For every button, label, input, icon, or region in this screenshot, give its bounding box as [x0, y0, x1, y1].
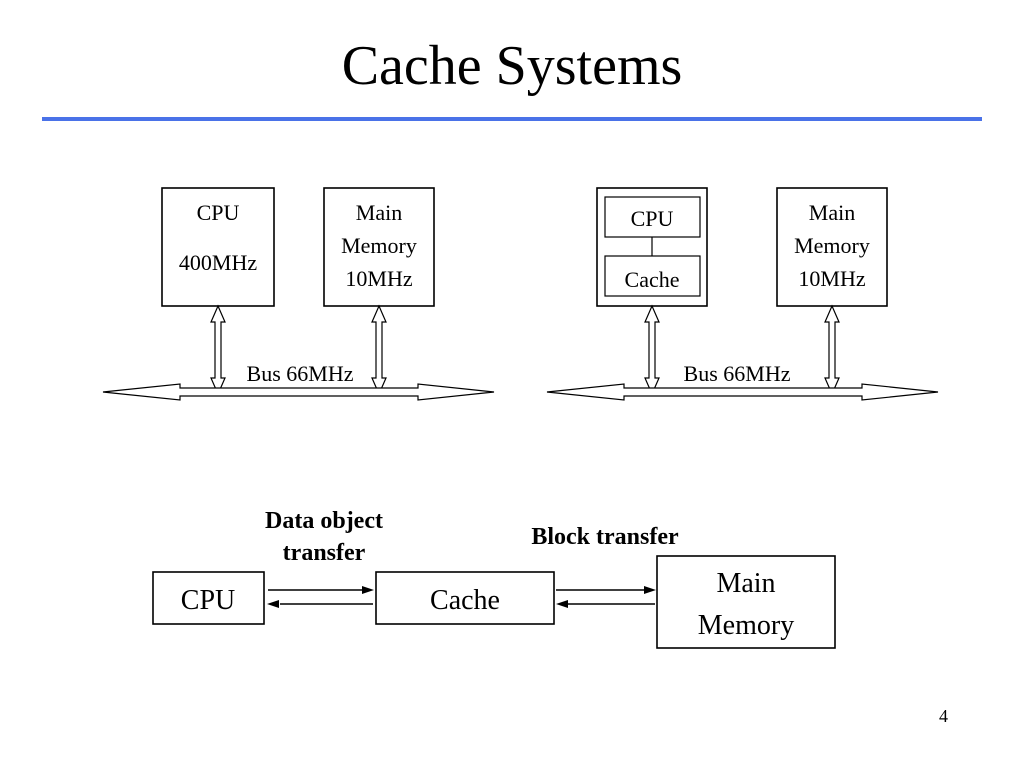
slide-title: Cache Systems — [341, 35, 683, 97]
memory-to-cache-arrowhead — [556, 600, 568, 608]
cpu-label: CPU — [197, 200, 240, 225]
data-object-transfer-label-line2: transfer — [283, 540, 366, 566]
cache-to-memory-arrowhead — [644, 586, 656, 594]
title-underline — [42, 117, 982, 121]
cache-box — [604, 255, 701, 297]
main-memory-line2: Memory — [794, 233, 870, 258]
cpu-bus-arrow — [644, 304, 660, 396]
cpu-bus-arrow — [210, 304, 226, 396]
main-memory-line2: Memory — [698, 610, 794, 641]
main-memory-line2: Memory — [341, 233, 417, 258]
bus-label: Bus 66MHz — [684, 361, 791, 386]
cpu-box — [604, 196, 701, 238]
cpu-label: CPU — [631, 206, 674, 231]
main-memory-box — [323, 187, 435, 307]
memory-bus-arrow — [824, 304, 840, 396]
cache-box — [375, 571, 555, 625]
cache-label: Cache — [430, 585, 500, 616]
system-with-cache: CPU Cache Main Memory 10MHz Bus 66MHz — [546, 187, 939, 401]
data-object-transfer-label-line1: Data object — [265, 508, 383, 534]
main-memory-line1: Main — [809, 200, 855, 225]
cpu-label: CPU — [181, 585, 235, 616]
cache-label: Cache — [625, 267, 680, 292]
main-memory-line1: Main — [356, 200, 402, 225]
main-memory-line1: Main — [716, 568, 775, 599]
system-without-cache: CPU 400MHz Main Memory 10MHz Bus 66MHz — [102, 187, 495, 401]
cpu-to-cache-arrowhead — [362, 586, 374, 594]
main-memory-box — [656, 555, 836, 649]
main-memory-speed: 10MHz — [345, 266, 412, 291]
cpu-speed-label: 400MHz — [179, 250, 257, 275]
bus-arrow — [102, 383, 495, 401]
bus-arrow — [546, 383, 939, 401]
memory-bus-arrow — [371, 304, 387, 396]
block-transfer-label: Block transfer — [531, 524, 679, 550]
cache-to-cpu-arrowhead — [267, 600, 279, 608]
main-memory-speed: 10MHz — [798, 266, 865, 291]
transfer-diagram: Data object transfer Block transfer CPU … — [152, 508, 836, 649]
cpu-box — [161, 187, 275, 307]
page-number: 4 — [939, 706, 948, 726]
cpu-box — [152, 571, 265, 625]
bus-label: Bus 66MHz — [247, 361, 354, 386]
